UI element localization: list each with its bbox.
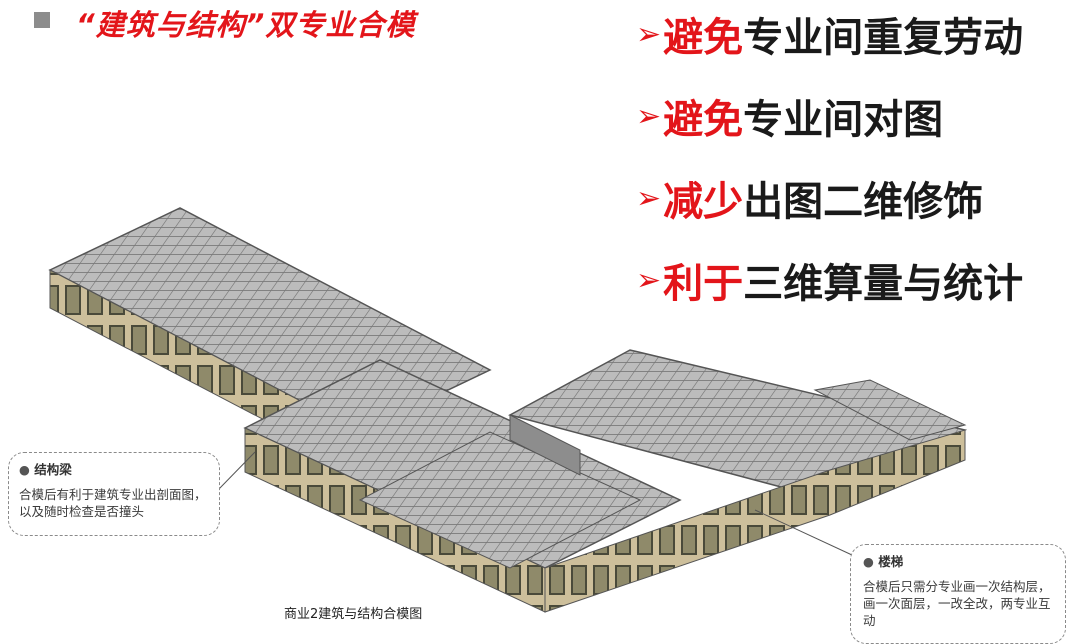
- arrow-bullet-icon: ➢: [636, 180, 662, 216]
- point-emphasis: 避免: [663, 97, 744, 143]
- beam-callout: 结构梁 合模后有利于建筑专业出剖面图，以及随时检查是否撞头: [8, 452, 220, 536]
- point-text: 出图二维修饰: [743, 179, 984, 225]
- stair-callout-body: 合模后只需分专业画一次结构层，画一次面层，一改全改，两专业互动: [863, 579, 1051, 628]
- stair-leader-line: [754, 509, 853, 556]
- stair-callout-title: 楼梯: [863, 553, 1053, 570]
- beam-callout-title: 结构梁: [19, 461, 209, 478]
- slide-title: “建筑与结构”双专业合模: [76, 8, 416, 42]
- point-text: 专业间重复劳动: [743, 15, 1024, 61]
- building-model-image: [48, 207, 968, 613]
- point-item: ➢ 避免 专业间重复劳动: [636, 8, 1024, 61]
- arrow-bullet-icon: ➢: [636, 262, 662, 298]
- beam-leader-line: [217, 451, 256, 491]
- point-emphasis: 利于: [663, 261, 744, 307]
- stair-callout: 楼梯 合模后只需分专业画一次结构层，画一次面层，一改全改，两专业互动: [850, 544, 1066, 644]
- point-item: ➢ 利于 三维算量与统计: [636, 254, 1024, 307]
- square-bullet-icon: [34, 12, 50, 28]
- figure-caption: 商业2建筑与结构合模图: [284, 607, 423, 622]
- model-middle-wing: [243, 359, 682, 613]
- beam-callout-body: 合模后有利于建筑专业出剖面图，以及随时检查是否撞头: [19, 487, 207, 519]
- point-emphasis: 避免: [663, 15, 744, 61]
- point-text: 专业间对图: [743, 97, 944, 143]
- arrow-bullet-icon: ➢: [636, 16, 662, 52]
- point-item: ➢ 避免 专业间对图: [636, 90, 944, 143]
- arrow-bullet-icon: ➢: [636, 98, 662, 134]
- model-right-wing: [507, 349, 968, 613]
- point-emphasis: 减少: [663, 179, 744, 225]
- point-text: 三维算量与统计: [743, 261, 1024, 307]
- point-item: ➢ 减少 出图二维修饰: [636, 172, 984, 225]
